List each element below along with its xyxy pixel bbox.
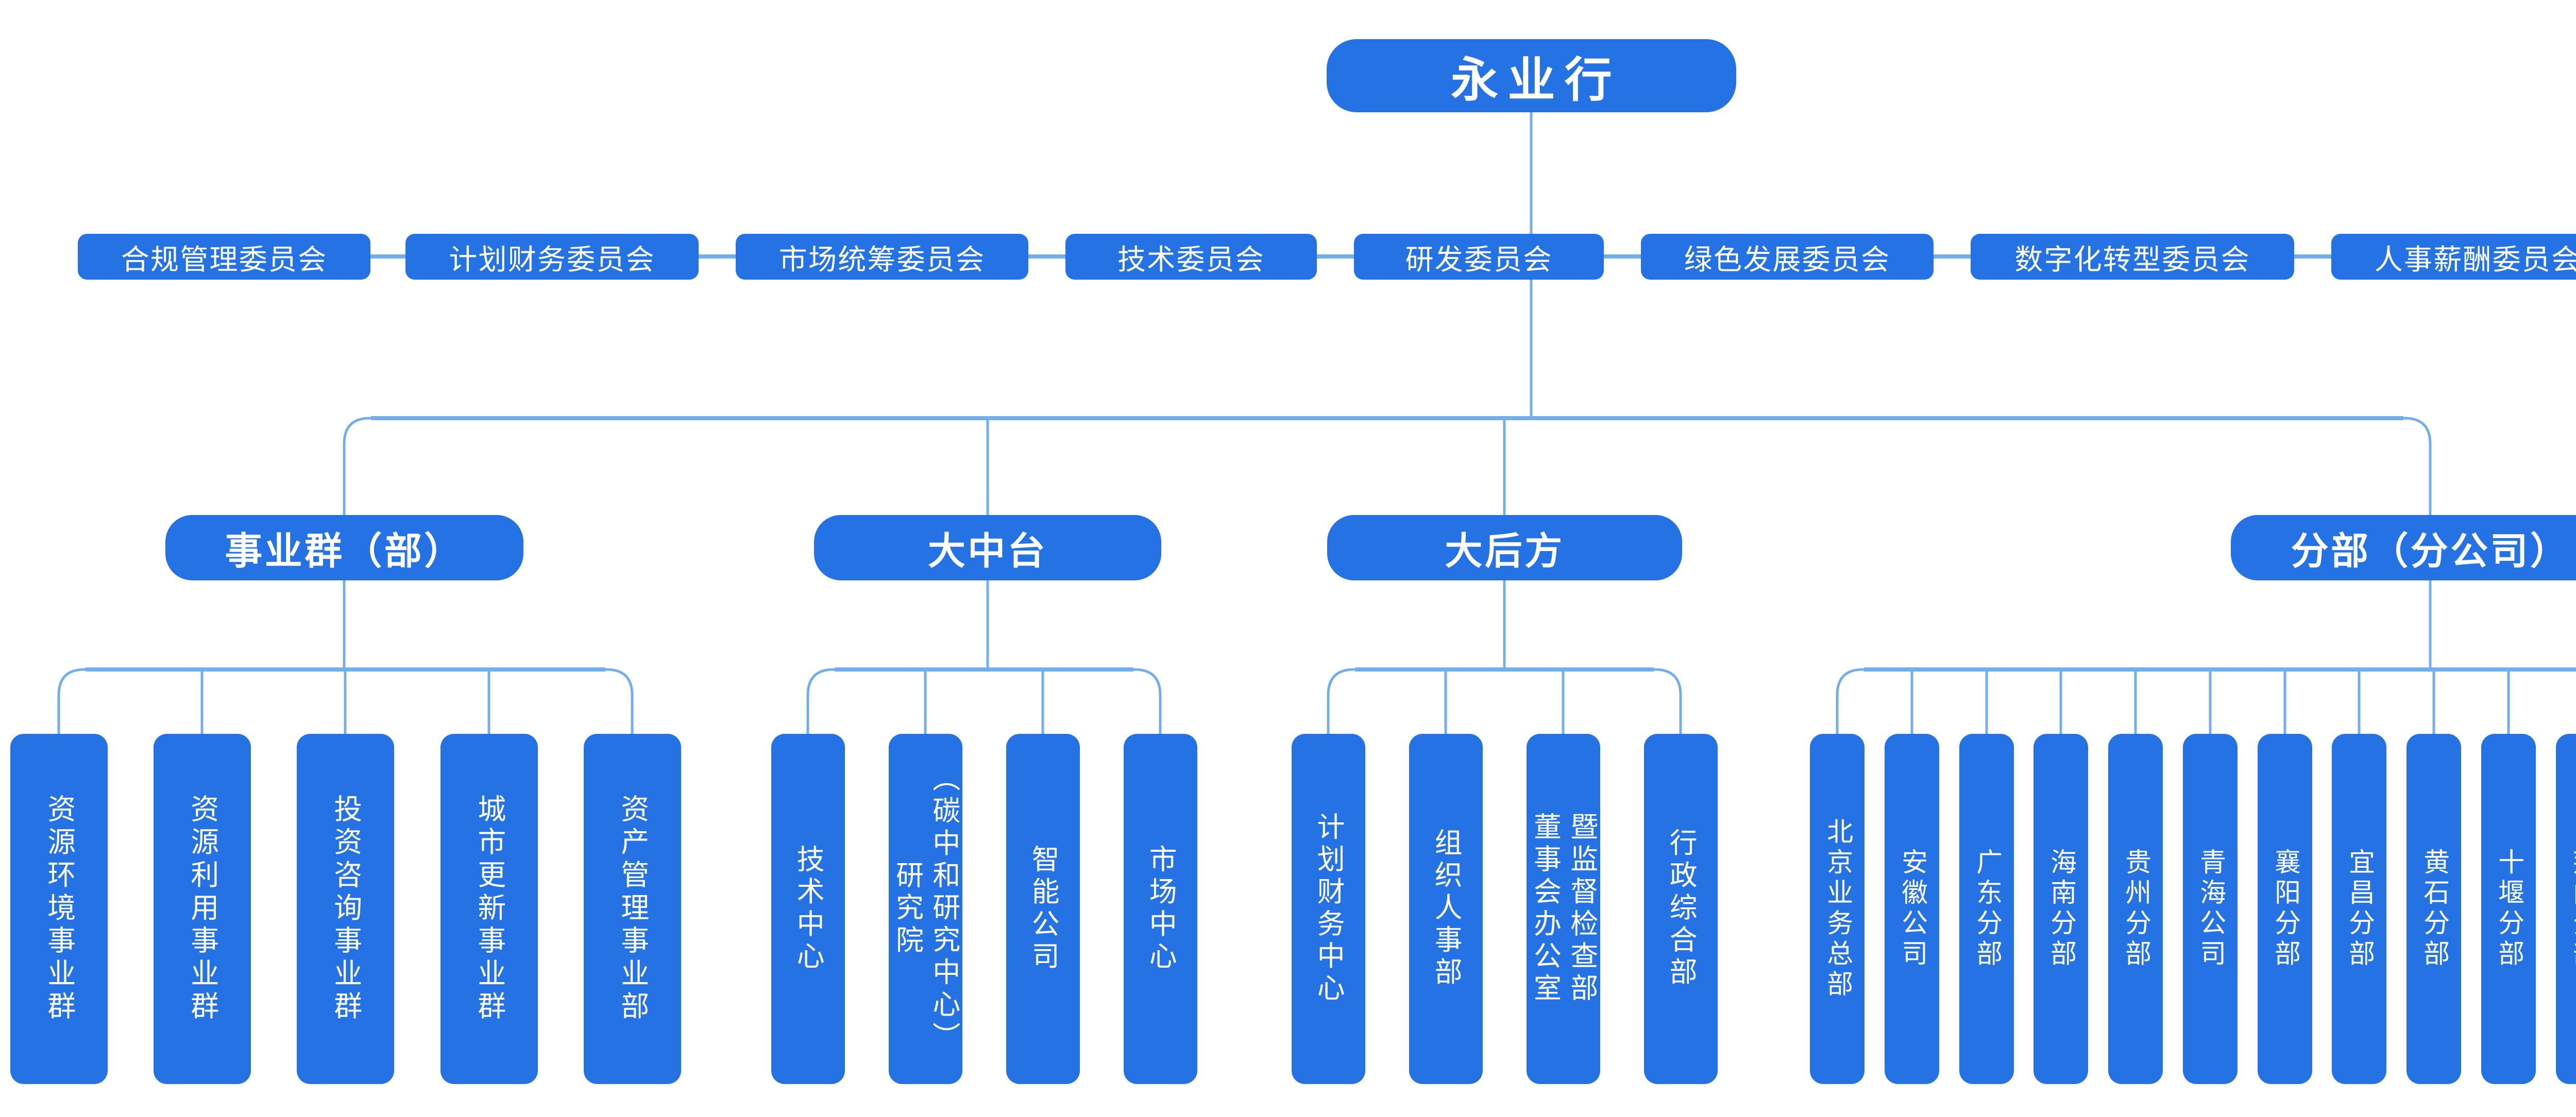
connector-line — [1836, 668, 2576, 734]
org-child-node-label: 贵州分部 — [2120, 848, 2151, 970]
group-header-node: 大后方 — [1327, 515, 1682, 580]
org-child-node-label: 青海公司 — [2195, 848, 2226, 970]
org-child-node-label: 计划财务中心 — [1312, 812, 1345, 1006]
committee-node: 研发委员会 — [1354, 234, 1604, 280]
committee-node: 计划财务委员会 — [405, 234, 699, 280]
org-child-node-label: 研究院 （碳中和研究中心） — [891, 764, 960, 1054]
org-child-node-label: 北京业务总部 — [1822, 817, 1853, 1001]
committee-node: 数字化转型委员会 — [1971, 234, 2294, 280]
org-child-node: 董事会办公室 暨监督检查部 — [1527, 734, 1600, 1084]
org-child-node-label: 宜昌分部 — [2344, 848, 2375, 970]
root-node: 永业行 — [1327, 39, 1736, 112]
committee-node: 人事薪酬委员会 — [2331, 234, 2576, 280]
committee-node: 合规管理委员会 — [78, 234, 370, 280]
connector-line — [343, 417, 2432, 515]
group-header-node-label: 事业群（部） — [225, 529, 464, 573]
org-child-node-label: 组织人事部 — [1430, 828, 1463, 990]
committee-node: 绿色发展委员会 — [1641, 234, 1934, 280]
org-child-node-label: 资产管理事业部 — [616, 794, 649, 1024]
org-child-node: 广东分部 — [1959, 734, 2014, 1084]
org-child-node: 荆门分部 — [2556, 734, 2576, 1084]
committee-node-label: 市场统筹委员会 — [778, 243, 986, 276]
committee-node-label: 技术委员会 — [1117, 243, 1265, 276]
org-child-node: 海南分部 — [2033, 734, 2088, 1084]
committee-node-label: 人事薪酬委员会 — [2374, 243, 2576, 276]
org-child-node-label: 技术中心 — [792, 844, 825, 974]
group-header-node-label: 分部（分公司） — [2291, 529, 2570, 573]
org-child-node-label: 董事会办公室 暨监督检查部 — [1529, 812, 1598, 1006]
org-child-node-label: 襄阳分部 — [2269, 848, 2300, 970]
org-child-node-label: 安徽公司 — [1896, 848, 1927, 970]
committee-node-label: 计划财务委员会 — [449, 243, 655, 276]
root-node-label: 永业行 — [1451, 52, 1622, 108]
org-child-node: 市场中心 — [1124, 734, 1197, 1084]
org-child-node-label: 市场中心 — [1144, 844, 1177, 974]
org-child-node: 十堰分部 — [2481, 734, 2536, 1084]
org-child-node: 资源利用事业群 — [154, 734, 251, 1084]
org-child-node-label: 资源环境事业群 — [42, 794, 76, 1024]
committee-node-label: 绿色发展委员会 — [1684, 243, 1891, 276]
group-header-node-label: 大中台 — [927, 529, 1048, 573]
committee-node: 市场统筹委员会 — [736, 234, 1028, 280]
org-child-node: 智能公司 — [1006, 734, 1080, 1084]
org-child-node-label: 荆门分部 — [2568, 848, 2576, 970]
org-child-node: 资产管理事业部 — [584, 734, 681, 1084]
committee-node-label: 合规管理委员会 — [121, 243, 328, 276]
org-child-node-label: 资源利用事业群 — [185, 794, 219, 1024]
org-child-node-label: 十堰分部 — [2493, 848, 2524, 970]
org-child-node: 黄石分部 — [2406, 734, 2461, 1084]
group-header-node: 大中台 — [814, 515, 1161, 580]
org-child-node: 资源环境事业群 — [10, 734, 108, 1084]
org-child-node-label: 广东分部 — [1971, 848, 2002, 970]
connector-line — [806, 668, 1162, 734]
org-child-node-label: 智能公司 — [1027, 844, 1060, 974]
org-child-node: 计划财务中心 — [1292, 734, 1365, 1084]
org-child-node-label: 黄石分部 — [2418, 848, 2449, 970]
org-child-node: 技术中心 — [771, 734, 845, 1084]
group-header-node: 分部（分公司） — [2231, 515, 2576, 580]
org-child-node: 安徽公司 — [1885, 734, 1939, 1084]
committee-node: 技术委员会 — [1065, 234, 1317, 280]
org-child-node-label: 海南分部 — [2045, 848, 2076, 970]
group-header-node-label: 大后方 — [1445, 529, 1565, 573]
org-child-node: 襄阳分部 — [2258, 734, 2312, 1084]
org-child-node: 研究院 （碳中和研究中心） — [889, 734, 962, 1084]
group-header-node: 事业群（部） — [165, 515, 523, 580]
org-child-node: 青海公司 — [2183, 734, 2238, 1084]
org-child-node: 贵州分部 — [2108, 734, 2163, 1084]
org-child-node: 宜昌分部 — [2332, 734, 2386, 1084]
committee-node-label: 数字化转型委员会 — [2014, 243, 2250, 276]
connector-line — [1327, 668, 1682, 734]
org-child-node: 组织人事部 — [1409, 734, 1483, 1084]
org-child-node-label: 城市更新事业群 — [472, 794, 506, 1024]
org-child-node: 城市更新事业群 — [440, 734, 538, 1084]
committee-node-label: 研发委员会 — [1405, 243, 1553, 276]
org-child-node: 行政综合部 — [1644, 734, 1718, 1084]
org-child-node: 投资咨询事业群 — [297, 734, 394, 1084]
org-child-node-label: 投资咨询事业群 — [329, 794, 362, 1024]
org-child-node: 北京业务总部 — [1810, 734, 1865, 1084]
org-child-node-label: 行政综合部 — [1665, 828, 1698, 990]
